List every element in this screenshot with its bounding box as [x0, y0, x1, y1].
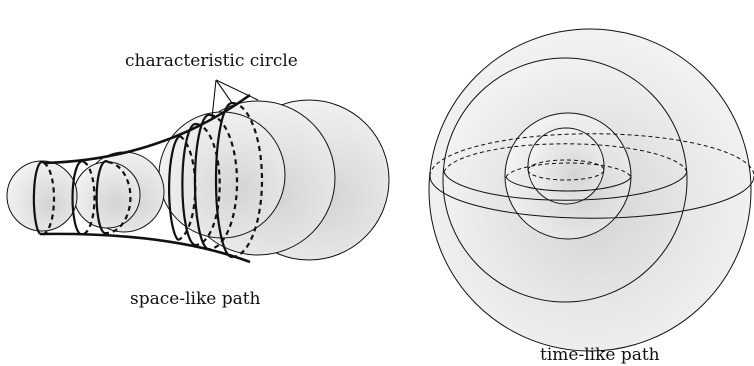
sphere-1 [6, 160, 78, 232]
time-like-figure: time-like path [428, 28, 754, 365]
characteristic-circles-back [39, 101, 264, 259]
equator-ellipses-back [429, 133, 754, 181]
equator-ellipses-front [429, 171, 754, 219]
envelope-upper [43, 93, 251, 165]
label-time-like-path: time-like path [540, 345, 660, 365]
sphere-4 [158, 111, 286, 239]
label-characteristic-circle: characteristic circle [125, 51, 298, 71]
label-pointer [211, 79, 259, 119]
space-like-figure: characteristic circle space-like path [6, 51, 390, 309]
sphere-2 [73, 161, 141, 229]
label-space-like-path: space-like path [130, 289, 261, 309]
sphere-small [527, 127, 605, 205]
characteristic-circles-front [32, 101, 233, 259]
